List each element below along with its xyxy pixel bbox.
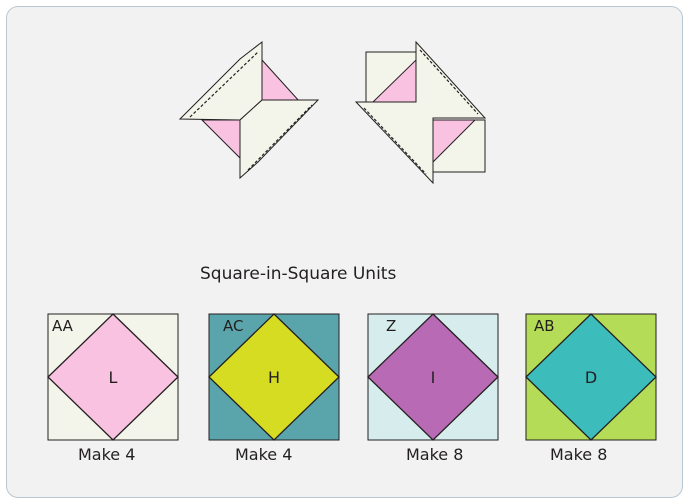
unit-4-graphic: [525, 313, 657, 441]
construction-left: [178, 40, 320, 180]
upper-stitch-line: [419, 49, 479, 115]
unit-4: AB D Make 8: [526, 314, 656, 474]
unit-4-diamond: [525, 313, 657, 441]
unit-2-center-label: H: [267, 368, 281, 387]
unit-1-graphic: [47, 313, 179, 441]
upper-pink-triangle: [371, 58, 417, 103]
unit-1-caption: Make 4: [78, 445, 136, 464]
lower-stitch-line: [247, 104, 313, 171]
unit-3-graphic: [367, 313, 499, 441]
unit-3-corner-label: Z: [386, 317, 397, 335]
unit-1-diamond: [47, 313, 179, 441]
upper-pink-triangle: [261, 58, 302, 103]
unit-4-corner-label: AB: [534, 317, 555, 335]
construction-right: [354, 40, 487, 185]
unit-3-center-label: I: [430, 368, 436, 387]
unit-1: AA L Make 4: [48, 314, 178, 474]
upper-cream-triangle: [178, 40, 263, 121]
lower-pink-triangle: [432, 119, 477, 164]
unit-2-graphic: [208, 313, 340, 441]
unit-4-caption: Make 8: [550, 445, 608, 464]
lower-stitch-line: [363, 107, 427, 175]
unit-4-center-label: D: [584, 368, 598, 387]
unit-2-corner-label: AC: [223, 317, 244, 335]
unit-2: AC H Make 4: [209, 314, 339, 474]
unit-2-caption: Make 4: [235, 445, 293, 464]
section-title: Square-in-Square Units: [200, 264, 397, 284]
upper-stitch-line: [189, 51, 259, 118]
unit-2-diamond: [208, 313, 340, 441]
lower-pink-triangle: [200, 119, 241, 160]
unit-3: Z I Make 8: [368, 314, 498, 474]
unit-3-caption: Make 8: [406, 445, 464, 464]
unit-1-corner-label: AA: [52, 317, 73, 335]
unit-1-center-label: L: [108, 368, 118, 387]
unit-3-diamond: [367, 313, 499, 441]
